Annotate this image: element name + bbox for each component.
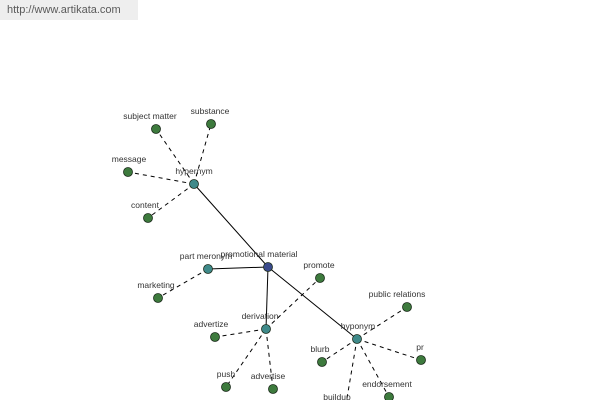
term-label-public-relations: public relations bbox=[369, 289, 426, 299]
term-label-marketing: marketing bbox=[137, 280, 175, 290]
edge-buildup bbox=[346, 338, 358, 400]
term-node-advertize[interactable] bbox=[210, 332, 220, 342]
relation-node-derivation[interactable] bbox=[261, 324, 271, 334]
relation-node-part-meronym[interactable] bbox=[203, 264, 213, 274]
edge-part-meronym bbox=[207, 266, 269, 270]
edge-hypernym bbox=[193, 183, 269, 268]
center-node-label: promotional material bbox=[220, 249, 297, 259]
term-label-promote: promote bbox=[303, 260, 334, 270]
edge-message bbox=[127, 171, 195, 185]
term-label-substance: substance bbox=[191, 106, 230, 116]
edge-content bbox=[147, 183, 195, 219]
term-node-blurb[interactable] bbox=[317, 357, 327, 367]
term-label-push: push bbox=[217, 369, 236, 379]
edge-promote bbox=[265, 277, 321, 330]
term-label-subject-matter: subject matter bbox=[123, 111, 177, 121]
term-node-content[interactable] bbox=[143, 213, 153, 223]
edge-advertise bbox=[265, 328, 274, 390]
center-node-promotional-material[interactable] bbox=[263, 262, 273, 272]
edge-hyponym bbox=[267, 266, 358, 340]
term-node-marketing[interactable] bbox=[153, 293, 163, 303]
term-label-advertise: advertise bbox=[251, 371, 286, 381]
term-label-endorsement: endorsement bbox=[362, 379, 412, 389]
relation-node-hypernym[interactable] bbox=[189, 179, 199, 189]
edge-derivation bbox=[265, 266, 269, 330]
term-node-endorsement[interactable] bbox=[384, 392, 394, 400]
source-url-banner[interactable]: http://www.artikata.com bbox=[0, 0, 138, 20]
labels-layer: promotional material hypernym part meronym… bbox=[112, 106, 426, 400]
nodes-layer bbox=[123, 119, 426, 400]
term-label-advertize: advertize bbox=[194, 319, 229, 329]
term-node-subject-matter[interactable] bbox=[151, 124, 161, 134]
term-node-pr[interactable] bbox=[416, 355, 426, 365]
term-label-buildup: buildup bbox=[323, 392, 351, 400]
edge-blurb bbox=[321, 338, 358, 363]
term-label-message: message bbox=[112, 154, 147, 164]
relation-label-derivation: derivation bbox=[242, 311, 279, 321]
relation-label-part-meronym: part meronym bbox=[180, 251, 232, 261]
term-label-blurb: blurb bbox=[311, 344, 330, 354]
term-node-substance[interactable] bbox=[206, 119, 216, 129]
term-label-content: content bbox=[131, 200, 160, 210]
edges-layer bbox=[127, 123, 422, 400]
edge-pr bbox=[356, 338, 422, 361]
term-node-promote[interactable] bbox=[315, 273, 325, 283]
term-node-message[interactable] bbox=[123, 167, 133, 177]
term-node-push[interactable] bbox=[221, 382, 231, 392]
edge-substance bbox=[193, 123, 212, 185]
term-label-pr: pr bbox=[416, 342, 424, 352]
edge-marketing bbox=[157, 268, 209, 299]
term-node-public-relations[interactable] bbox=[402, 302, 412, 312]
term-node-advertise[interactable] bbox=[268, 384, 278, 394]
edge-push bbox=[225, 328, 267, 388]
edge-endorsement bbox=[356, 338, 390, 398]
relation-label-hypernym: hypernym bbox=[175, 166, 212, 176]
relation-label-hyponym: hyponym bbox=[341, 321, 376, 331]
relation-node-hyponym[interactable] bbox=[352, 334, 362, 344]
edge-advertize bbox=[214, 328, 267, 338]
edge-public-relations bbox=[356, 306, 408, 340]
edge-subject-matter bbox=[155, 128, 195, 185]
